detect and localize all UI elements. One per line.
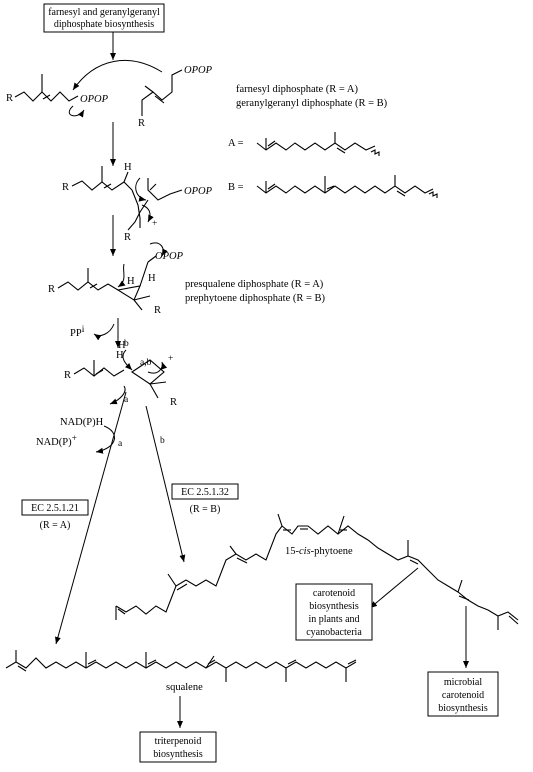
farnesyl-geranylgeranyl-biosynthesis-box[interactable]: farnesyl and geranylgeranyl diphosphate … (43, 3, 165, 33)
svg-text:R: R (124, 232, 131, 243)
curved-arrow-attack (72, 59, 163, 91)
opop-label: OPOP (80, 94, 109, 105)
box-top-line1: farnesyl and geranylgeranyl (48, 7, 160, 18)
ggpp-label: geranylgeranyl diphosphate (R = B) (236, 98, 388, 109)
svg-text:microbial: microbial (444, 677, 483, 688)
box-top-line2: diphosphate biosynthesis (54, 19, 154, 30)
pathway-a-arrow (54, 391, 127, 645)
prenyl-diphosphate-left: R OPOP (6, 74, 109, 105)
svg-text:+: + (152, 219, 157, 229)
svg-text:EC 2.5.1.21: EC 2.5.1.21 (31, 503, 79, 514)
svg-text:carotenoid: carotenoid (313, 588, 355, 599)
svg-text:R: R (62, 182, 69, 193)
substituent-a-structure: A = (228, 132, 380, 156)
svg-text:biosynthesis: biosynthesis (153, 749, 203, 760)
phytoene-label: 15-cis-phytoene (285, 546, 353, 557)
svg-text:carotenoid: carotenoid (442, 690, 484, 701)
ppi-release-arrow (93, 323, 115, 341)
curved-arrow-leaving (68, 105, 85, 118)
phytoene-structure (115, 513, 519, 630)
squalene-label: squalene (166, 682, 203, 693)
prephytoene-label: prephytoene diphosphate (R = B) (185, 293, 326, 304)
svg-text:in plants and: in plants and (308, 614, 359, 625)
svg-text:H: H (116, 350, 124, 361)
svg-text:+: + (168, 354, 173, 364)
prenyl-diphosphate-right: OPOP R (138, 65, 213, 129)
svg-text:R: R (138, 118, 145, 129)
svg-text:B =: B = (228, 182, 244, 193)
presqualene-label: presqualene diphosphate (R = A) (185, 279, 324, 290)
nadph-oxidation-arrow (95, 425, 115, 454)
svg-text:H: H (124, 162, 132, 173)
microbial-carotenoid-box[interactable]: microbial carotenoid biosynthesis (427, 671, 499, 717)
ec-b-condition: (R = B) (190, 504, 221, 515)
path-b-label: b (160, 436, 165, 446)
svg-text:EC 2.5.1.32: EC 2.5.1.32 (181, 487, 229, 498)
triterpenoid-biosynthesis-box[interactable]: triterpenoid biosynthesis (139, 731, 217, 763)
svg-text:H: H (127, 276, 135, 287)
svg-text:H: H (148, 273, 156, 284)
pathway-b-arrow (145, 405, 186, 563)
svg-text:OPOP: OPOP (155, 251, 184, 262)
svg-text:R: R (48, 284, 55, 295)
carbocation-intermediate: R H OPOP R + (62, 162, 213, 243)
path-a-label: a (118, 439, 123, 449)
carotenoid-biosynthesis-plants-box[interactable]: carotenoid biosynthesis in plants and cy… (295, 583, 373, 641)
svg-text:cyanobacteria: cyanobacteria (306, 627, 362, 638)
nadp-label: NAD(P)+ (36, 434, 77, 448)
ec-a-condition: (R = A) (40, 520, 71, 531)
svg-text:R: R (170, 397, 177, 408)
fpp-label: farnesyl diphosphate (R = A) (236, 84, 358, 95)
presqualene-diphosphate-structure: R OPOP H H R (48, 242, 184, 316)
ec-2-5-1-21-box[interactable]: EC 2.5.1.21 (21, 499, 89, 516)
svg-text:H: H (118, 340, 126, 351)
svg-text:R: R (64, 370, 71, 381)
svg-text:b: b (124, 339, 129, 349)
svg-text:triterpenoid: triterpenoid (155, 736, 202, 747)
svg-text:a,b: a,b (140, 358, 152, 368)
cyclobutyl-cation-intermediate: R H H + b a,b R (64, 339, 177, 408)
nadph-label: NAD(P)H (60, 417, 104, 428)
svg-text:A =: A = (228, 138, 244, 149)
svg-text:OPOP: OPOP (184, 65, 213, 76)
svg-text:biosynthesis: biosynthesis (438, 703, 488, 714)
squalene-structure (5, 650, 357, 682)
substituent-b-structure: B = (228, 175, 438, 198)
ec-2-5-1-32-box[interactable]: EC 2.5.1.32 (171, 483, 239, 500)
svg-text:OPOP: OPOP (184, 186, 213, 197)
svg-text:a: a (124, 395, 129, 405)
r-label: R (6, 93, 13, 104)
svg-text:biosynthesis: biosynthesis (309, 601, 359, 612)
ppi-label: PPi (70, 325, 85, 339)
svg-text:R: R (154, 305, 161, 316)
